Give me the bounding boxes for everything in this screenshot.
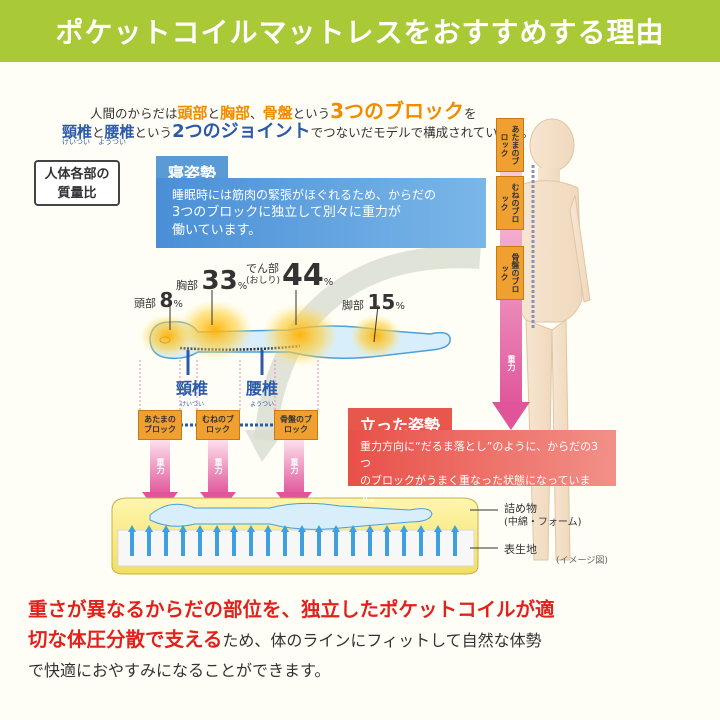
standing-block-head: あたまのブロック xyxy=(496,118,524,172)
pct-hip-label: でん部 xyxy=(246,262,279,275)
pct-head-label: 頭部 xyxy=(134,297,156,310)
fabric-label: 表生地 xyxy=(504,543,537,556)
mass-ratio-label: 人体各部の 質量比 xyxy=(34,160,120,206)
bottom-line-1: 重さが異なるからだの部位を、独立したポケットコイルが適 xyxy=(28,598,555,621)
intro-text: 人間のからだは xyxy=(90,106,178,121)
leg-glow xyxy=(350,314,402,358)
block-chest: むねのブロック xyxy=(196,410,240,440)
page-title: ポケットコイルマットレスをおすすめする理由 xyxy=(55,16,665,49)
intro-text: 、 xyxy=(250,106,263,121)
intro-lumbar: 腰椎 xyxy=(104,123,135,141)
gravity-label: 重力 xyxy=(290,458,299,474)
intro-joints: 2つのジョイント xyxy=(172,121,311,142)
joint-neck: 頸椎 けいつい xyxy=(176,375,208,408)
pct-head: 頭部 8% xyxy=(134,288,183,312)
lying-desc-line: 3つのブロックに独立して別々に重力が xyxy=(172,205,401,220)
bottom-message: 重さが異なるからだの部位を、独立したポケットコイルが適 切な体圧分散で支えるため… xyxy=(28,595,698,686)
mass-ratio-line1: 人体各部の xyxy=(44,167,110,182)
pct-chest-value: 33 xyxy=(201,266,238,296)
chest-glow xyxy=(177,300,253,360)
filling-label-main: 詰め物 xyxy=(504,502,537,515)
intro-head: 頭部 xyxy=(177,104,208,122)
pct-unit: % xyxy=(395,301,405,312)
hip-glow xyxy=(262,303,338,367)
lying-description: 睡眠時には筋肉の緊張がほぐれるため、からだの 3つのブロックに独立して別々に重力… xyxy=(156,178,486,248)
standing-desc-line: のブロックがうまく重なった状態になっています。 xyxy=(360,474,591,504)
block-head: あたまのブロック xyxy=(138,410,182,440)
header-banner: ポケットコイルマットレスをおすすめする理由 xyxy=(0,0,720,62)
standing-block-chest: むねのブロック xyxy=(496,176,524,230)
pct-hip-label-block: でん部 (おしり) xyxy=(246,263,280,287)
intro-blocks: 3つのブロック xyxy=(330,99,465,123)
standing-gravity-label: 重力 xyxy=(507,355,516,371)
pct-unit: % xyxy=(323,277,334,288)
mass-ratio-line2: 質量比 xyxy=(57,186,97,201)
guide-lines xyxy=(139,360,319,410)
intro-text: と xyxy=(92,125,105,140)
intro-line-1: 人間のからだは頭部と胸部、骨盤という3つのブロックを xyxy=(90,95,477,124)
filling-label-sub: (中綿・フォーム) xyxy=(504,517,582,528)
bottom-line-2-dark: ため、体のラインにフィットして自然な体勢 xyxy=(222,631,542,650)
intro-text: でつないだモデルで構成されています。 xyxy=(310,125,534,140)
joint-lumbar: 腰椎 ようつい xyxy=(246,375,278,408)
intro-line-2: 頸椎と腰椎という2つのジョイントでつないだモデルで構成されています。 xyxy=(62,117,534,143)
intro-text: という xyxy=(134,125,173,140)
lumbar-ruby: ようつい xyxy=(98,138,126,146)
pct-leg: 脚部 15% xyxy=(342,290,405,314)
pct-unit: % xyxy=(173,299,183,310)
intro-chest: 胸部 xyxy=(220,104,251,122)
standing-desc-line: 重力方向に“だるま落とし”のように、からだの3つ xyxy=(360,440,599,470)
filling-label: 詰め物 (中綿・フォーム) xyxy=(504,502,582,530)
joint-neck-ruby: けいつい xyxy=(180,401,205,408)
pct-chest: 胸部 33% xyxy=(176,266,247,296)
intro-neck: 頸椎 xyxy=(62,123,93,141)
standing-description: 重力方向に“だるま落とし”のように、からだの3つ のブロックがうまく重なった状態… xyxy=(348,430,616,504)
pct-leg-value: 15 xyxy=(367,290,396,314)
image-note: (イメージ図) xyxy=(556,556,608,566)
pct-hip-value: 44 xyxy=(282,258,324,293)
pct-unit: % xyxy=(237,281,248,292)
bottom-line-2-red: 切な体圧分散で支える xyxy=(28,628,223,651)
mattress xyxy=(111,497,498,575)
gravity-label: 重力 xyxy=(214,458,223,474)
lying-desc-line: 働いています。 xyxy=(172,223,262,238)
joint-lumbar-label: 腰椎 xyxy=(246,379,279,398)
gravity-label: 重力 xyxy=(156,458,165,474)
pct-chest-label: 胸部 xyxy=(176,279,198,292)
intro-pelvis: 骨盤 xyxy=(262,104,293,122)
standing-block-pelvis: 骨盤のブロック xyxy=(496,246,524,300)
joint-lumbar-ruby: ようつい xyxy=(250,401,275,408)
lying-desc-line: 睡眠時には筋肉の緊張がほぐれるため、からだの xyxy=(172,188,437,202)
bottom-line-3: で快適におやすみになることができます。 xyxy=(28,661,331,680)
intro-text: という xyxy=(292,106,331,121)
intro-text: と xyxy=(207,106,221,121)
joint-neck-label: 頸椎 xyxy=(176,379,209,398)
neck-ruby: けいつい xyxy=(62,138,90,146)
pct-leg-label: 脚部 xyxy=(342,299,364,312)
block-pelvis: 骨盤のブロック xyxy=(274,410,318,440)
pct-hip: 44% xyxy=(282,258,333,293)
pct-head-value: 8 xyxy=(159,288,174,312)
pct-hip-ruby: (おしり) xyxy=(246,276,281,286)
intro-text: を xyxy=(464,106,477,121)
